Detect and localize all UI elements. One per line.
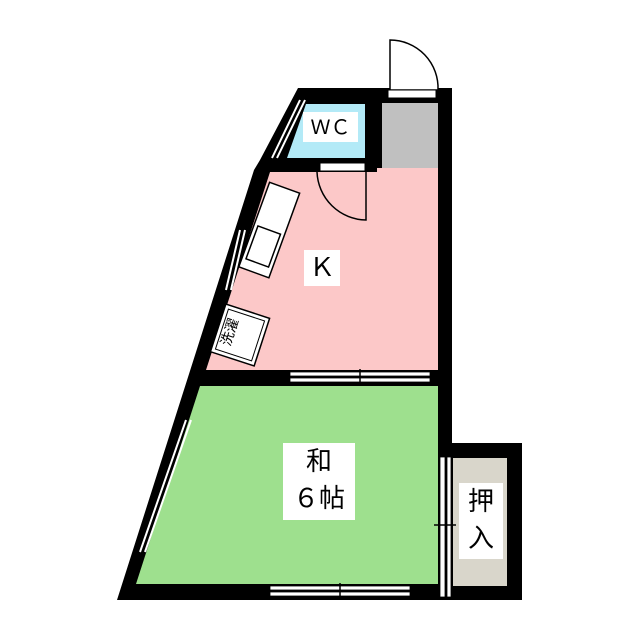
washitsu-label-type: 和: [305, 447, 332, 477]
closet-label-line1: 押: [467, 487, 494, 517]
closet-label: 押 入: [459, 483, 503, 559]
closet-door-icon: [434, 456, 456, 598]
wc-window-icon: [271, 99, 306, 159]
wc-door-opening: [319, 162, 366, 172]
partition-window-icon: [289, 369, 431, 385]
washitsu-label: 和 ６帖: [283, 443, 355, 520]
entrance-door-icon: [387, 39, 439, 99]
washer-icon: [209, 303, 271, 367]
bottom-window-icon: [269, 583, 411, 599]
kitchen-label: Ｋ: [304, 250, 340, 286]
wc-label: ＷＣ: [303, 112, 358, 142]
entrance: [382, 103, 438, 168]
kitchen-door-icon: [316, 171, 367, 221]
washitsu-side-window-icon: [139, 419, 192, 553]
washitsu-label-size: ６帖: [292, 484, 345, 514]
kitchen-window-icon: [225, 229, 246, 291]
kitchen-counter-icon: [237, 181, 301, 279]
closet-label-line2: 入: [467, 524, 494, 554]
